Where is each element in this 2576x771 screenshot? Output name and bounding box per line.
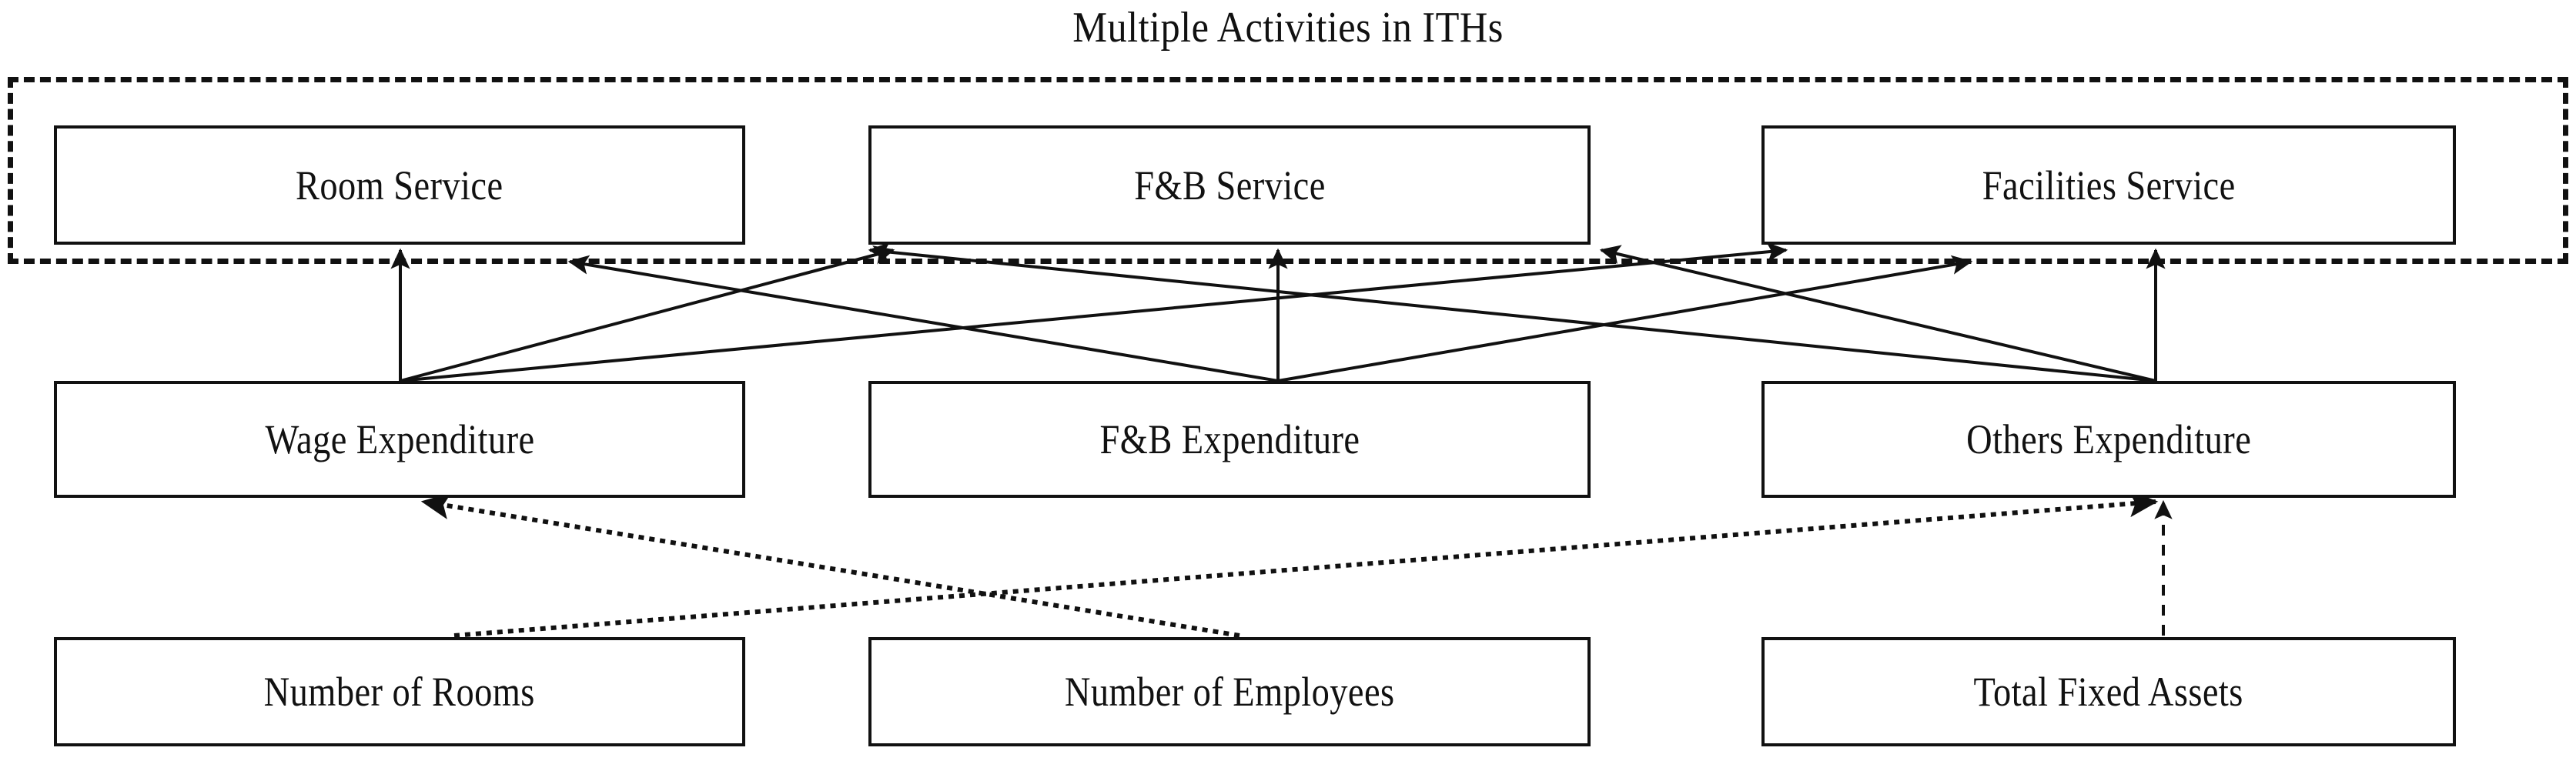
node-number-of-rooms[interactable]: Number of Rooms	[54, 637, 745, 746]
node-label-number-of-rooms: Number of Rooms	[263, 669, 536, 715]
edge-fnb-exp-to-facil	[1277, 255, 1973, 382]
node-label-total-fixed-assets: Total Fixed Assets	[1973, 669, 2244, 715]
node-facilities-service[interactable]: Facilities Service	[1761, 125, 2456, 245]
edge-fnb-exp-to-room	[567, 255, 1279, 382]
node-label-number-of-employees: Number of Employees	[1064, 669, 1395, 715]
node-label-fnb-expenditure: F&B Expenditure	[1099, 416, 1360, 462]
node-label-wage-expenditure: Wage Expenditure	[264, 416, 535, 462]
edge-employees-to-wage	[420, 492, 1240, 638]
node-fnb-expenditure[interactable]: F&B Expenditure	[868, 381, 1591, 498]
node-label-facilities-service: Facilities Service	[1982, 162, 2236, 209]
node-others-expenditure[interactable]: Others Expenditure	[1761, 381, 2456, 498]
node-wage-expenditure[interactable]: Wage Expenditure	[54, 381, 745, 498]
edge-others-to-room	[868, 242, 2156, 382]
edge-others-to-fnb	[1599, 245, 2156, 382]
edge-rooms-to-others	[453, 490, 2159, 638]
node-label-fnb-service: F&B Service	[1133, 162, 1326, 209]
node-room-service[interactable]: Room Service	[54, 125, 745, 245]
page-title: Multiple Activities in ITHs	[1072, 4, 1504, 52]
node-fnb-service[interactable]: F&B Service	[868, 125, 1591, 245]
node-number-of-employees[interactable]: Number of Employees	[868, 637, 1591, 746]
edge-wage-to-fnb	[400, 245, 895, 382]
edge-wage-to-facilities	[400, 242, 1788, 382]
node-total-fixed-assets[interactable]: Total Fixed Assets	[1761, 637, 2456, 746]
node-label-room-service: Room Service	[296, 162, 503, 209]
node-label-others-expenditure: Others Expenditure	[1965, 416, 2252, 462]
